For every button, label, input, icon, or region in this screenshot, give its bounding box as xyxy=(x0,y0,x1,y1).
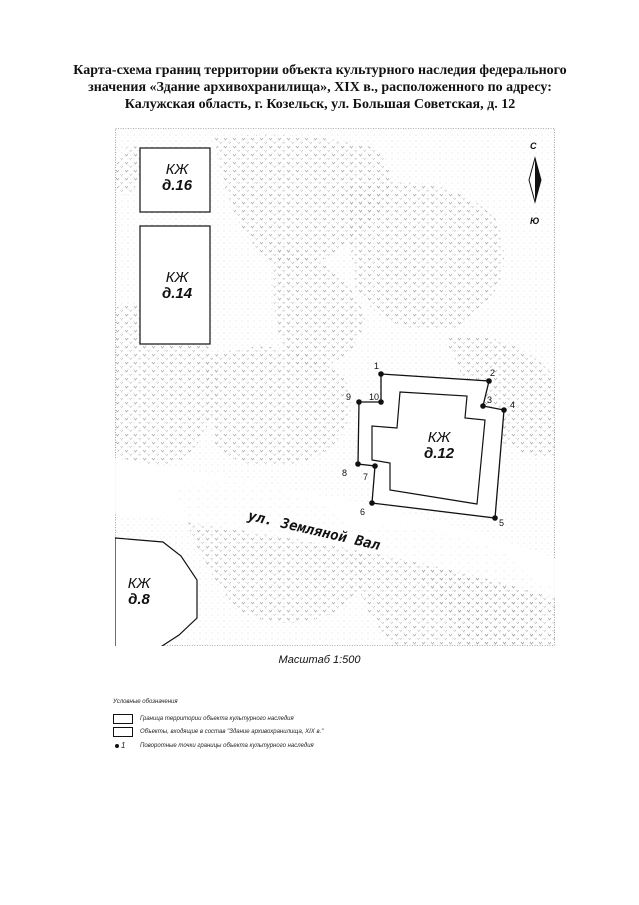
building-d12-label: КЖ д.12 xyxy=(423,429,455,462)
legend-points-text: Поворотные точки границы объекта культур… xyxy=(140,743,314,749)
map-area: КЖ д.16 КЖ д.14 КЖ д.12 КЖ д.8 С Ю 1 2 3… xyxy=(115,128,555,646)
title-line-2: значения «Здание архивохранилища», XIX в… xyxy=(88,80,552,95)
point-label-7: 7 xyxy=(363,472,369,482)
map-drawing xyxy=(115,128,555,646)
legend-objects-text: Объекты, входящие в состав "Здание архив… xyxy=(140,729,324,735)
compass-south-label: Ю xyxy=(530,216,540,226)
point-label-10: 10 xyxy=(369,392,380,402)
point-label-3: 3 xyxy=(487,395,493,405)
point-label-4: 4 xyxy=(510,400,516,410)
legend-objects-swatch xyxy=(113,727,133,737)
north-arrow-icon xyxy=(528,156,542,204)
legend-point-number: 1 xyxy=(121,741,126,750)
map-scale: Масштаб 1:500 xyxy=(278,654,361,666)
point-label-5: 5 xyxy=(499,518,505,528)
title-line-1: Карта-схема границ территории объекта ку… xyxy=(73,63,567,78)
boundary-points xyxy=(355,371,507,521)
legend-point-dot-icon xyxy=(115,744,119,748)
legend-boundary-text: Граница территории объекта культурного н… xyxy=(140,716,294,722)
point-label-6: 6 xyxy=(360,507,366,517)
building-d16-outline xyxy=(139,147,211,213)
compass-north-label: С xyxy=(530,141,537,151)
building-d8-outline xyxy=(115,537,198,646)
building-d8-label: КЖ д.8 xyxy=(127,575,151,608)
building-d16-label: КЖ д.16 xyxy=(161,161,193,194)
point-label-2: 2 xyxy=(490,368,496,378)
point-label-9: 9 xyxy=(346,392,352,402)
map-title: Карта-схема границ территории объекта ку… xyxy=(60,62,580,113)
title-line-3: Калужская область, г. Козельск, ул. Боль… xyxy=(124,97,516,112)
legend-title: Условные обозначения xyxy=(113,699,178,705)
building-d14-label: КЖ д.14 xyxy=(161,269,193,302)
point-label-1: 1 xyxy=(374,361,380,371)
building-d14-outline xyxy=(139,225,211,345)
building-d12-outline xyxy=(371,391,486,505)
point-label-8: 8 xyxy=(342,468,348,478)
legend-boundary-swatch xyxy=(113,714,133,724)
